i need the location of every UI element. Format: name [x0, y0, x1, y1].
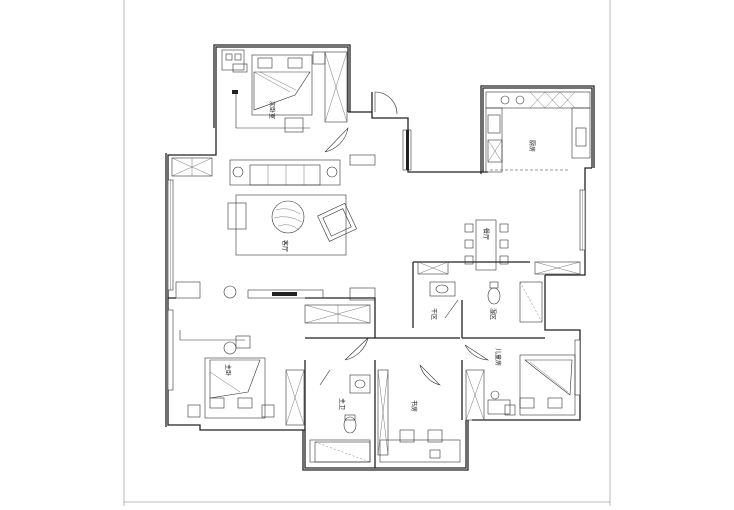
label-elder-room: 儿童房 — [494, 348, 502, 366]
dining-furniture — [417, 219, 581, 275]
living-room-furniture — [171, 157, 376, 301]
second-bedroom-furniture — [221, 49, 348, 133]
outer-walls — [165, 44, 595, 471]
door-swing-master-bedroom — [344, 337, 369, 361]
shoe-cabinet-shade — [406, 130, 409, 170]
label-dining-room: 餐厅 — [482, 228, 490, 240]
label-second-bedroom: 次卧室 — [268, 101, 276, 119]
door-swing-master-bath — [319, 369, 331, 386]
label-dry-area: 干区 — [430, 308, 437, 320]
door-swing-elder-room — [464, 344, 490, 361]
label-kitchen: 厨房 — [528, 140, 536, 152]
entry-cabinet — [349, 154, 376, 166]
bath-area-fixtures — [429, 281, 543, 323]
label-living-room: 客厅 — [281, 240, 289, 252]
door-swing-entrance — [374, 91, 398, 115]
elder-room-furniture — [465, 354, 576, 421]
door-swing-study — [419, 364, 441, 386]
door-swing-second-bedroom — [324, 127, 349, 153]
study-furniture — [377, 369, 461, 463]
kitchen-fixtures — [485, 91, 591, 173]
label-wet-area: 湿区 — [489, 308, 497, 320]
master-bedroom-furniture — [179, 304, 371, 426]
master-bath-fixtures — [314, 374, 371, 463]
label-study: 书房 — [410, 400, 418, 412]
label-master-bath: 主卫 — [338, 398, 346, 410]
label-master-bedroom: 主卧 — [224, 364, 232, 376]
